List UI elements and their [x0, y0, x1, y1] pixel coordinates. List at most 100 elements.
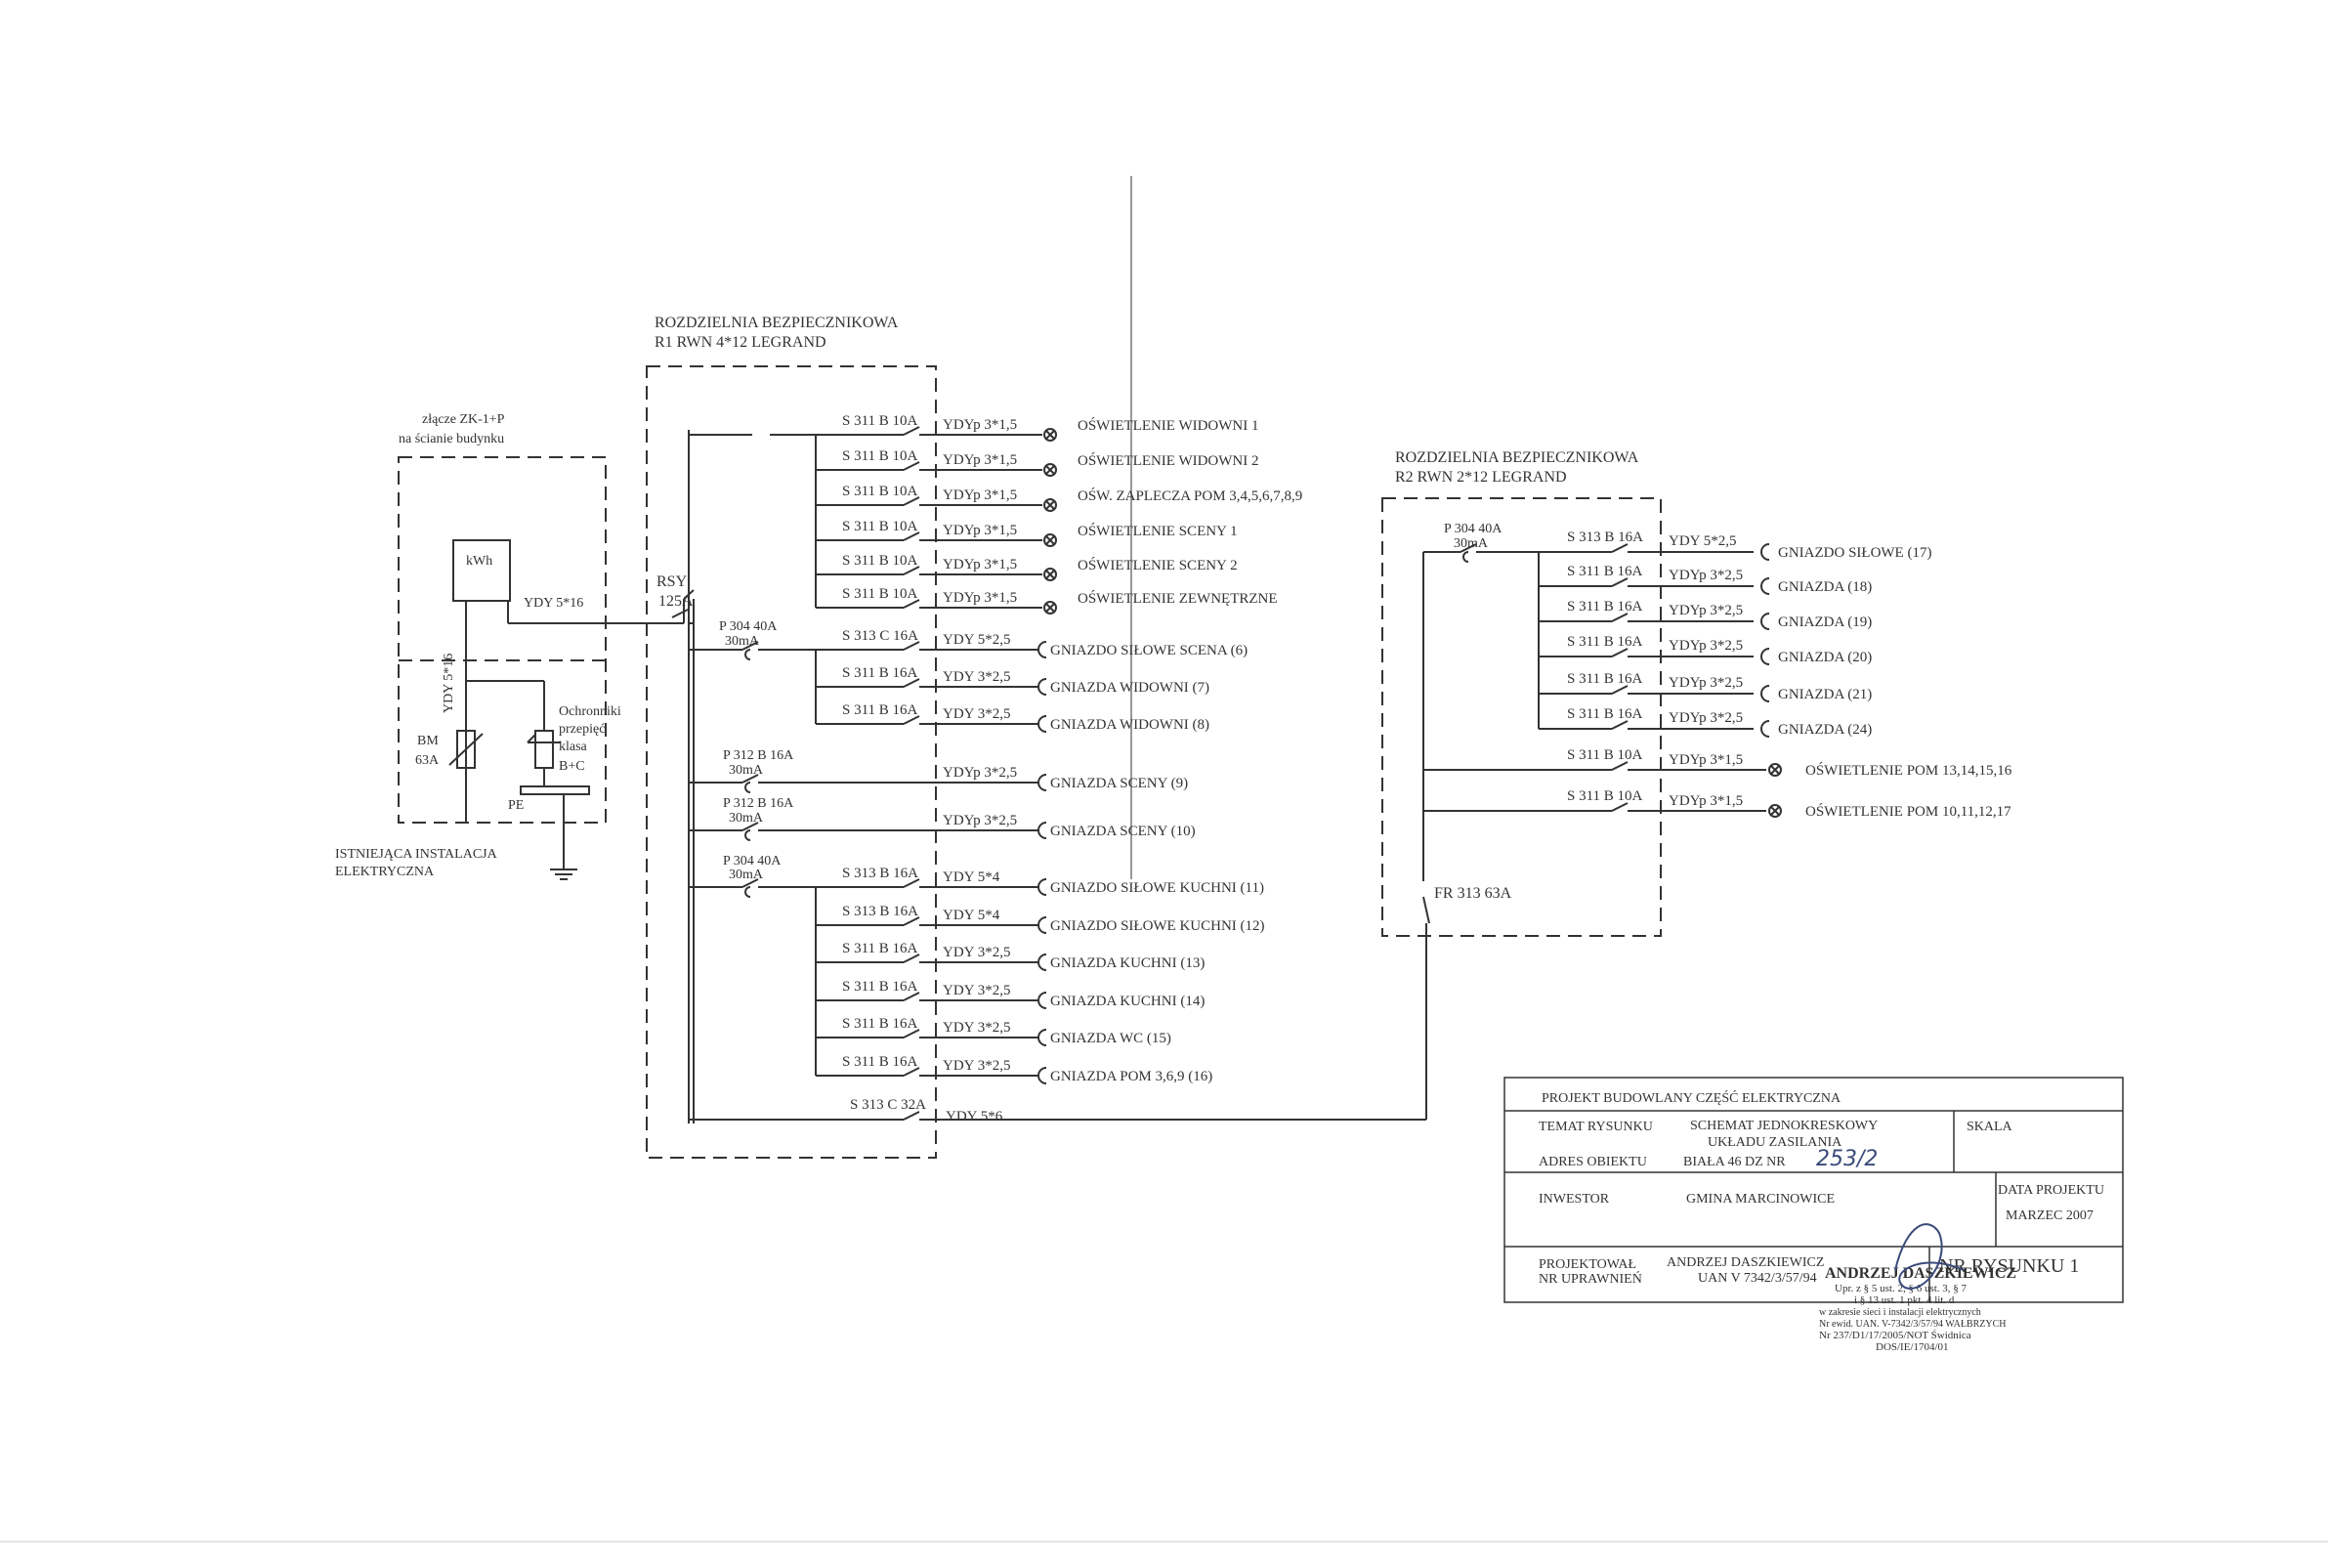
- r1-g0-c5-lamp-icon-x2: [1045, 603, 1055, 613]
- r1-box: [646, 365, 937, 1159]
- fuse-name-label: BM: [417, 734, 439, 748]
- r2-d0-load: OŚWIETLENIE POM 13,14,15,16: [1805, 762, 2012, 779]
- r2-d1-cable: YDYp 3*1,5: [1669, 793, 1743, 809]
- r2-c4-breaker: S 311 B 16A: [1567, 671, 1643, 687]
- r1-g1-c2-cable: YDY 3*2,5: [943, 706, 1010, 722]
- tb-topic-line1: SCHEMAT JEDNOKRESKOWY: [1690, 1119, 1878, 1133]
- r2-box: [1381, 497, 1662, 937]
- r1-g4-c1-load: GNIAZDO SIŁOWE KUCHNI (12): [1050, 918, 1265, 934]
- r1-g0-c4-breaker-switch: [903, 566, 920, 575]
- r2-c5-breaker-switch: [1611, 720, 1629, 730]
- stamp-line-5: Nr ewid. UAN. V-7342/3/57/94 WAŁBRZYCH: [1819, 1319, 2006, 1330]
- r2-d1-breaker: S 311 B 10A: [1567, 788, 1643, 804]
- r1-g4-c2-load: GNIAZDA KUCHNI (13): [1050, 955, 1205, 971]
- vertical-cable-label: YDY 5*16: [442, 654, 456, 713]
- r2-c2-breaker: S 311 B 16A: [1567, 599, 1643, 614]
- r1-g0-c4-lamp-icon-ring: [1043, 568, 1057, 581]
- tb-designer-label-2: NR UPRAWNIEŃ: [1539, 1270, 1642, 1287]
- tb-address-label: ADRES OBIEKTU: [1539, 1155, 1647, 1169]
- r1-g4-c3-breaker: S 311 B 16A: [842, 979, 918, 995]
- title-block: PROJEKT BUDOWLANY CZĘŚĆ ELEKTRYCZNA TEMA…: [1539, 1089, 2104, 1287]
- r1-rcd-1-symbol: [744, 649, 751, 660]
- r1-g4-c4-breaker-switch: [903, 1029, 920, 1038]
- r1-g1-c2-breaker: S 311 B 16A: [842, 702, 918, 718]
- r1-g4-c2-breaker-switch: [903, 954, 920, 963]
- r1-g4-c1-cable: YDY 5*4: [943, 908, 1000, 923]
- r1-g0-c2-lamp-icon: [1043, 498, 1057, 512]
- tb-address-handwritten: 253/2: [1816, 1147, 1878, 1171]
- r1-g1-c1-breaker: S 311 B 16A: [842, 665, 918, 681]
- supply-cable-label: YDY 5*16: [524, 596, 583, 611]
- r2-d0-breaker: S 311 B 10A: [1567, 747, 1643, 763]
- r1-g0-c3-breaker-switch: [903, 531, 920, 541]
- r1-rcd-1-switch: [741, 641, 759, 651]
- tb-topic-line2: UKŁADU ZASILANIA: [1708, 1135, 1842, 1150]
- r1-g4-c5-load: GNIAZDA POM 3,6,9 (16): [1050, 1069, 1212, 1084]
- r1-g4-c4-breaker: S 311 B 16A: [842, 1016, 918, 1032]
- r2-title-text: ROZDZIELNIA BEZPIECZNIKOWA: [1395, 449, 1639, 466]
- r1-g0-c0-cable: YDYp 3*1,5: [943, 417, 1017, 433]
- r1-g4-c4-load: GNIAZDA WC (15): [1050, 1031, 1171, 1046]
- r2-d0-breaker-switch: [1611, 761, 1629, 771]
- surge-label-2: przepięć: [559, 722, 605, 737]
- r1-g4-c0-breaker-switch: [903, 878, 920, 888]
- r1-g0-c1-lamp-icon: [1043, 463, 1057, 477]
- r2-d0-lamp-icon: [1768, 763, 1782, 777]
- r1-g0-c4-cable: YDYp 3*1,5: [943, 557, 1017, 572]
- r1-rcd-4-trip: 30mA: [729, 868, 764, 882]
- r1-g4-c1-breaker-switch: [903, 916, 920, 926]
- r2-c3-breaker-switch: [1611, 648, 1629, 657]
- r1-g0-c1-cable: YDYp 3*1,5: [943, 452, 1017, 468]
- r1-rcd-2-switch: [741, 774, 759, 784]
- tb-investor-label: INWESTOR: [1539, 1192, 1610, 1207]
- r2-d1-load: OŚWIETLENIE POM 10,11,12,17: [1805, 803, 2011, 820]
- r2-rcd-name: P 304 40A: [1444, 522, 1503, 536]
- r2-main-switch-label: FR 313 63A: [1434, 885, 1512, 902]
- r1-g0-c2-lamp-icon-ring: [1043, 498, 1057, 512]
- r1-g0-c5-breaker: S 311 B 10A: [842, 586, 918, 602]
- tb-designer-license: UAN V 7342/3/57/94: [1698, 1271, 1817, 1286]
- r2-c3-load: GNIAZDA (20): [1778, 650, 1872, 665]
- r1-title-text: ROZDZIELNIA BEZPIECZNIKOWA: [655, 315, 899, 331]
- r1-g4-c5-socket-icon: [1037, 1067, 1047, 1084]
- r1-g0-c2-breaker-switch: [903, 496, 920, 506]
- r1-g2-c0-load: GNIAZDA SCENY (9): [1050, 776, 1188, 791]
- r2-c1-socket-icon: [1760, 577, 1770, 595]
- r1-g0-c2-breaker: S 311 B 10A: [842, 484, 918, 499]
- bm-fuse: [456, 730, 476, 769]
- r1-g0-c3-lamp-icon-x2: [1045, 535, 1055, 545]
- r1-title: ROZDZIELNIA BEZPIECZNIKOWA R1 RWN 4*12 L…: [655, 315, 899, 351]
- r1-g1-c0-load: GNIAZDO SIŁOWE SCENA (6): [1050, 643, 1248, 658]
- r1-g0-c1-breaker-switch: [903, 461, 920, 471]
- surge-label-1: Ochronniki: [559, 704, 621, 719]
- r2-c5-cable: YDYp 3*2,5: [1669, 710, 1743, 726]
- r1-g4-c1-socket-icon: [1037, 916, 1047, 934]
- r1-rcd-2-trip: 30mA: [729, 763, 764, 778]
- r1-main-switch-label: RSY: [656, 573, 688, 590]
- r1-g0-c3-cable: YDYp 3*1,5: [943, 523, 1017, 538]
- r2-c0-breaker: S 313 B 16A: [1567, 530, 1643, 545]
- r1-rcd-4-switch: [741, 878, 759, 888]
- r1-g2-c0-socket-icon: [1037, 774, 1047, 791]
- r1-g4-c3-breaker-switch: [903, 992, 920, 1001]
- r1-g0-c0-breaker: S 311 B 10A: [842, 413, 918, 429]
- r1-g4-c0-socket-icon: [1037, 878, 1047, 896]
- pe-label: PE: [508, 798, 524, 813]
- r1-g0-c2-cable: YDYp 3*1,5: [943, 487, 1017, 503]
- r1-g0-c0-load: OŚWIETLENIE WIDOWNI 1: [1078, 417, 1259, 434]
- zk-title: złącze ZK-1+P: [422, 412, 505, 427]
- r1-g0-c1-lamp-icon-ring: [1043, 463, 1057, 477]
- r1-g0-c3-load: OŚWIETLENIE SCENY 1: [1078, 523, 1238, 539]
- tb-investor-value: GMINA MARCINOWICE: [1686, 1192, 1835, 1207]
- r1-g0-c2-lamp-icon-x2: [1045, 500, 1055, 510]
- r2-c3-cable: YDYp 3*2,5: [1669, 638, 1743, 654]
- r1-g0-c3-lamp-icon: [1043, 533, 1057, 547]
- r2-c2-load: GNIAZDA (19): [1778, 614, 1872, 630]
- r1-rcd-3-symbol: [744, 829, 751, 841]
- stamp-line-6: Nr 237/D1/17/2005/NOT Świdnica: [1819, 1330, 1971, 1341]
- r2-c0-cable: YDY 5*2,5: [1669, 533, 1736, 549]
- r1-g1-c2-breaker-switch: [903, 715, 920, 725]
- r1-g4-c5-breaker: S 311 B 16A: [842, 1054, 918, 1070]
